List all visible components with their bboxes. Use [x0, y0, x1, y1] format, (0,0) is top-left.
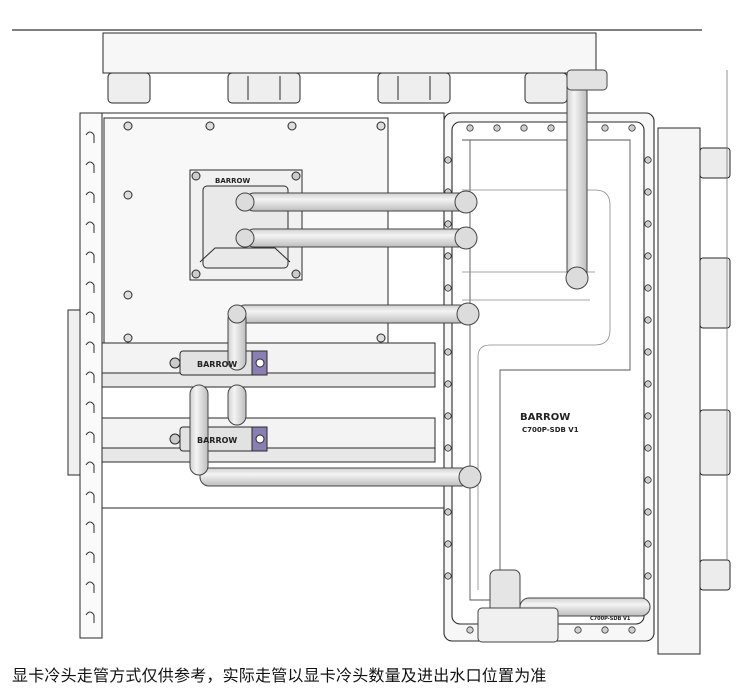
screw-hole	[444, 252, 452, 260]
bracket-mark	[85, 311, 95, 323]
distro-model-small-label: C700P-SDB V1	[590, 616, 631, 622]
screw-hole	[444, 572, 452, 580]
bracket-mark	[85, 611, 95, 623]
screw-hole	[644, 476, 652, 484]
screw-hole	[644, 316, 652, 324]
screw-hole	[644, 188, 652, 196]
bracket-mark	[85, 131, 95, 143]
bracket-mark	[85, 551, 95, 563]
bracket-mark	[85, 491, 95, 503]
bracket-mark	[85, 581, 95, 593]
screw-hole	[644, 412, 652, 420]
screw-hole	[466, 626, 474, 634]
screw-hole	[444, 508, 452, 516]
distro-brand-label: BARROW	[520, 412, 570, 423]
pci-slot-bracket	[67, 112, 103, 639]
caption-text: 显卡冷头走管方式仅供参考，实际走管以显卡冷头数量及进出水口位置为准	[12, 666, 547, 685]
screw-hole	[601, 626, 609, 634]
screw-hole	[628, 124, 636, 132]
bracket-mark	[85, 521, 95, 533]
cpu-block-brand-label: BARROW	[215, 177, 250, 185]
bracket-mark	[85, 191, 95, 203]
screw-hole	[644, 284, 652, 292]
distro-model-label: C700P-SDB V1	[522, 426, 579, 434]
screw-hole	[444, 156, 452, 164]
side-radiator	[657, 70, 731, 655]
distribution-plate	[443, 112, 655, 642]
screw-hole	[644, 348, 652, 356]
screw-hole	[574, 626, 582, 634]
top-radiator	[102, 32, 597, 104]
screw-hole	[444, 284, 452, 292]
screw-hole	[444, 220, 452, 228]
screw-hole	[444, 412, 452, 420]
screw-hole	[644, 508, 652, 516]
screw-hole	[644, 220, 652, 228]
gpu-bridge-top-label: BARROW	[197, 360, 237, 369]
screw-hole	[444, 540, 452, 548]
screw-hole	[644, 572, 652, 580]
bracket-mark	[85, 221, 95, 233]
screw-hole	[644, 252, 652, 260]
bracket-mark	[85, 341, 95, 353]
screw-hole	[520, 124, 528, 132]
screw-hole	[601, 124, 609, 132]
bracket-mark	[85, 281, 95, 293]
bracket-mark	[85, 161, 95, 173]
bracket-slot-marks	[85, 131, 95, 623]
bracket-mark	[85, 371, 95, 383]
bracket-mark	[85, 401, 95, 413]
gpu-bridge-bottom-label: BARROW	[197, 436, 237, 445]
tube-fittings	[227, 190, 589, 489]
coolant-tubes	[189, 69, 651, 643]
screw-hole	[644, 444, 652, 452]
screw-hole	[444, 444, 452, 452]
bracket-mark	[85, 431, 95, 443]
screw-hole	[644, 540, 652, 548]
screw-hole	[493, 124, 501, 132]
bracket-mark	[85, 461, 95, 473]
screw-hole	[444, 348, 452, 356]
bracket-mark	[85, 251, 95, 263]
screw-hole	[444, 380, 452, 388]
screw-hole	[628, 626, 636, 634]
cpu-water-block	[189, 169, 303, 281]
gpu-card-bottom	[101, 417, 436, 463]
screw-hole	[547, 124, 555, 132]
screw-hole	[466, 124, 474, 132]
screw-hole	[644, 156, 652, 164]
gpu-card-top	[101, 342, 436, 388]
screw-hole	[644, 380, 652, 388]
